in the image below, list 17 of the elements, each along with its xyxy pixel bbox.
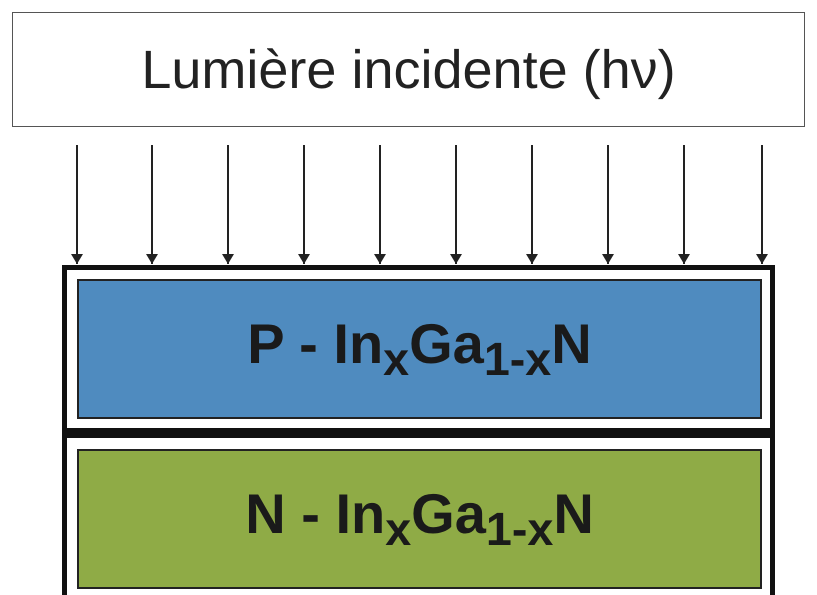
layer-box bbox=[77, 449, 762, 589]
layer-label: P - In$_{x}$Ga$_{1-x}$N bbox=[247, 311, 592, 387]
arrow bbox=[450, 145, 462, 264]
arrow bbox=[678, 145, 690, 264]
heading-text: Lumière incidente (hν) bbox=[141, 38, 676, 100]
arrow bbox=[756, 145, 768, 264]
arrow bbox=[146, 145, 158, 264]
arrow bbox=[71, 145, 83, 264]
device-frame bbox=[62, 265, 775, 595]
layer-box bbox=[77, 279, 762, 419]
light-box bbox=[12, 12, 805, 127]
arrow bbox=[602, 145, 614, 264]
layer-label: N - In$_{x}$Ga$_{1-x}$N bbox=[245, 481, 594, 557]
arrow bbox=[298, 145, 310, 264]
arrow bbox=[526, 145, 538, 264]
arrow bbox=[374, 145, 386, 264]
arrow bbox=[222, 145, 234, 264]
